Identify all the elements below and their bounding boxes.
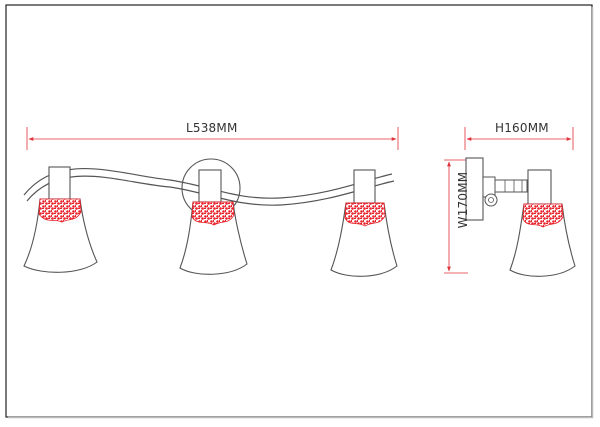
frame-border — [5, 4, 593, 418]
length-dimension-line — [26, 127, 399, 150]
height-dimension-line — [464, 127, 574, 150]
length-dimension-label: L538MM — [186, 121, 238, 135]
width-dimension-line — [444, 159, 468, 274]
side-lamp — [509, 169, 576, 277]
height-dimension-label: H160MM — [495, 121, 549, 135]
lamp-center — [179, 169, 248, 275]
lace-band-left — [38, 198, 82, 223]
side-arm — [494, 179, 528, 193]
lace-band-side — [522, 203, 564, 228]
lace-band-right — [344, 202, 386, 227]
front-view — [23, 127, 399, 277]
side-view — [444, 127, 576, 277]
lace-band-center — [191, 201, 235, 226]
lamp-left — [23, 166, 98, 273]
lamp-right — [330, 169, 398, 277]
width-dimension-label: W170MM — [456, 171, 470, 229]
